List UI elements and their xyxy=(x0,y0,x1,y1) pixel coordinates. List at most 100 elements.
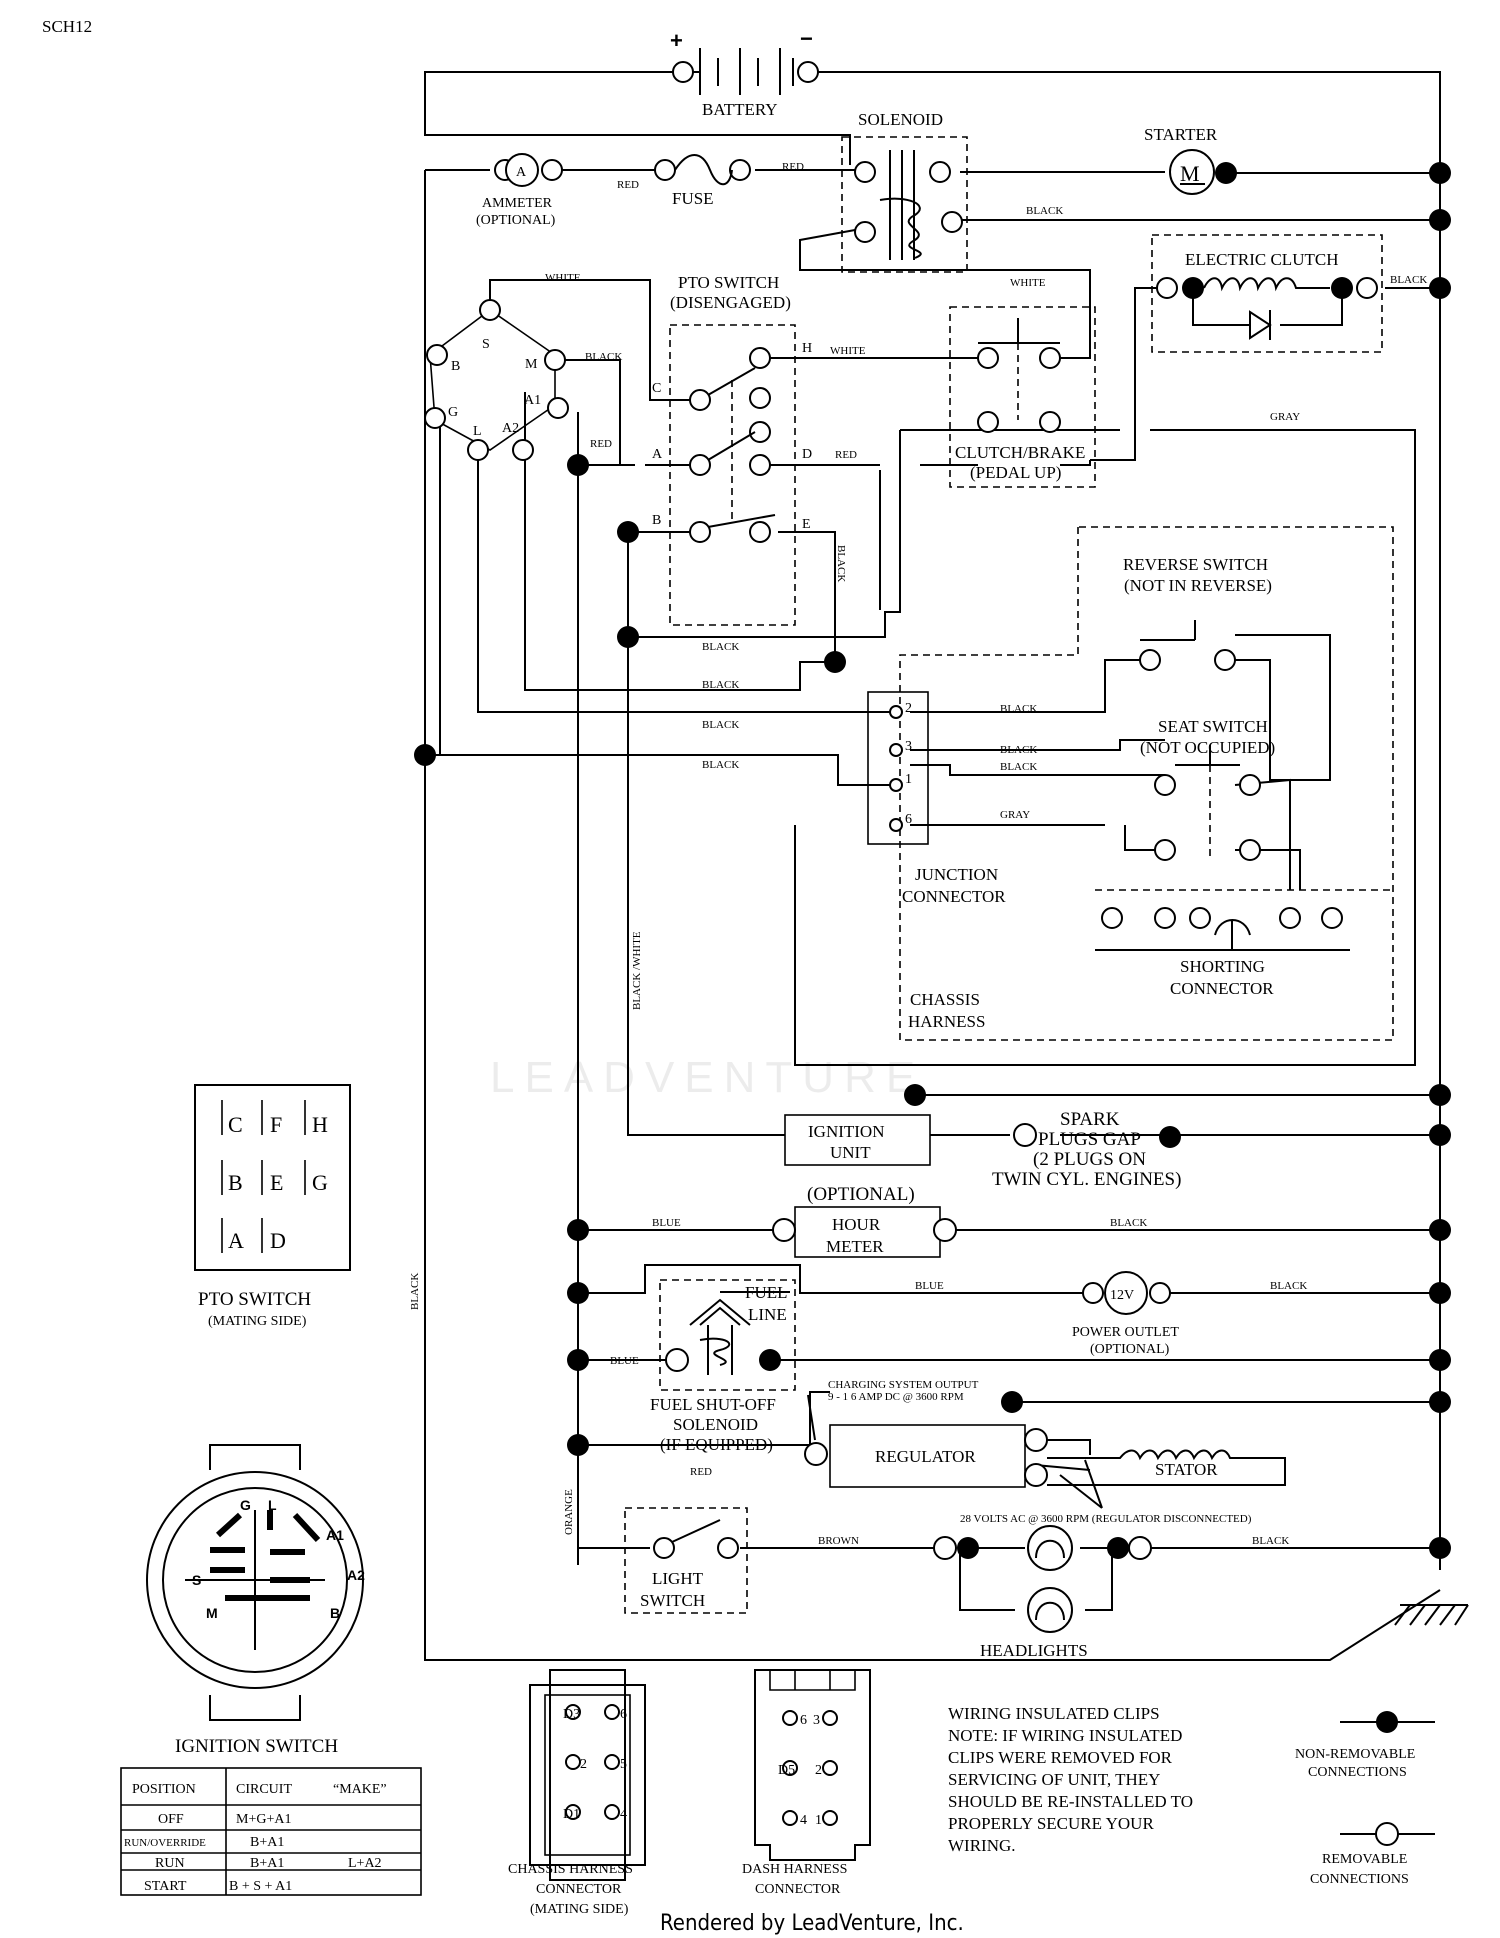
pto-terminal-E: E xyxy=(802,517,811,532)
wire-label-black-11: BLACK xyxy=(702,759,739,771)
wiring-note: WIRING INSULATED CLIPS NOTE: IF WIRING I… xyxy=(948,1704,1193,1855)
ign-face-A1: A1 xyxy=(326,1527,344,1543)
chassis-pin-D1: D1 xyxy=(563,1807,580,1822)
shorting-connector-line2: CONNECTOR xyxy=(1170,979,1274,998)
reverse-switch-label: REVERSE SWITCH xyxy=(1123,555,1268,574)
junction-pin-2: 2 xyxy=(905,701,912,716)
wire-label-white-1: WHITE xyxy=(1010,277,1046,289)
ign-face-A2: A2 xyxy=(347,1567,365,1583)
wiring-note-line4: SHOULD BE RE-INSTALLED TO xyxy=(948,1792,1193,1811)
pto-pin-E: E xyxy=(270,1170,283,1195)
chassis-pin-D3: D3 xyxy=(563,1707,580,1722)
spark-plugs-line3: (2 PLUGS ON xyxy=(1033,1149,1146,1170)
ign-terminal-L: L xyxy=(473,424,482,439)
headlights: HEADLIGHTS xyxy=(933,1525,1152,1660)
dash-connector-line1: DASH HARNESS xyxy=(742,1862,847,1877)
battery: + − BATTERY xyxy=(670,26,819,119)
wire-label-red-2: RED xyxy=(782,161,804,173)
wire-label-black-8: BLACK xyxy=(702,641,739,653)
reverse-switch: REVERSE SWITCH (NOT IN REVERSE) xyxy=(1123,555,1272,671)
pto-switch: C H A D B E PTO SWITCH (DISENGAGED) xyxy=(652,273,812,626)
pto-terminal-H: H xyxy=(802,341,812,356)
clutch-brake-sub: (PEDAL UP) xyxy=(970,463,1061,482)
wire-label-black-15: BLACK xyxy=(1252,1535,1289,1547)
regulator: REGULATOR CHARGING SYSTEM OUTPUT 9 - 1 6… xyxy=(804,1379,1048,1488)
pto-pin-H: H xyxy=(312,1112,328,1137)
legend: NON-REMOVABLE CONNECTIONS REMOVABLE CONN… xyxy=(1295,1711,1435,1887)
hour-meter-line2: METER xyxy=(826,1237,884,1256)
pto-pin-D: D xyxy=(270,1228,286,1253)
wire-label-black-2: BLACK xyxy=(1390,274,1427,286)
hour-meter-line1: HOUR xyxy=(832,1215,881,1234)
seat-switch: SEAT SWITCH (NOT OCCUPIED) xyxy=(1140,717,1275,861)
table-row-off-position: OFF xyxy=(158,1812,184,1827)
ign-terminal-A2: A2 xyxy=(502,421,519,436)
pto-mating-sub: (MATING SIDE) xyxy=(208,1314,307,1329)
fuel-line-line1: FUEL xyxy=(745,1283,788,1302)
wire-label-black-10: BLACK xyxy=(702,719,739,731)
solenoid-label: SOLENOID xyxy=(858,110,943,129)
table-row-override-circuit: B+A1 xyxy=(250,1835,284,1850)
pto-switch-mating: C F H B E G A D PTO SWITCH (MATING SIDE) xyxy=(194,1084,351,1329)
spark-plugs-line1: SPARK xyxy=(1060,1109,1120,1130)
chassis-pin-4: 4 xyxy=(620,1807,627,1822)
junction-connector-line1: JUNCTION xyxy=(915,865,998,884)
starter-label: STARTER xyxy=(1144,125,1218,144)
dash-pin-D5: D5 xyxy=(778,1763,795,1778)
pto-pin-B: B xyxy=(228,1170,243,1195)
spark-plugs-line2: PLUGS GAP xyxy=(1038,1129,1141,1150)
pto-pin-A: A xyxy=(228,1228,244,1253)
chassis-harness-line2: HARNESS xyxy=(908,1012,985,1031)
starter: M STARTER xyxy=(1144,125,1237,195)
wiring-note-title: WIRING INSULATED CLIPS xyxy=(948,1704,1160,1723)
junction-connector-line2: CONNECTOR xyxy=(902,887,1006,906)
chassis-pin-2: 2 xyxy=(580,1757,587,1772)
starter-symbol: M xyxy=(1180,161,1200,186)
ammeter: A AMMETER (OPTIONAL) xyxy=(476,153,563,228)
shorting-connector-line1: SHORTING xyxy=(1180,957,1265,976)
pto-pin-G: G xyxy=(312,1170,328,1195)
battery-plus: + xyxy=(670,28,683,53)
pto-pin-F: F xyxy=(270,1112,282,1137)
table-row-start-circuit: B + S + A1 xyxy=(229,1879,292,1894)
wire-label-white-2: WHITE xyxy=(545,272,581,284)
chassis-harness-line1: CHASSIS xyxy=(910,990,980,1009)
shorting-connector: SHORTING CONNECTOR xyxy=(1095,907,1350,998)
pto-mating-title: PTO SWITCH xyxy=(198,1289,311,1310)
charging-output-line1: CHARGING SYSTEM OUTPUT xyxy=(828,1379,979,1391)
wire-label-gray-1: GRAY xyxy=(1270,411,1300,423)
chassis-connector-line3: (MATING SIDE) xyxy=(530,1902,629,1917)
chassis-connector-line1: CHASSIS HARNESS xyxy=(508,1862,633,1877)
ammeter-symbol: A xyxy=(516,165,527,180)
wire-label-gray-2: GRAY xyxy=(1000,809,1030,821)
table-header-circuit: CIRCUIT xyxy=(236,1782,292,1797)
legend-nonremovable-line2: CONNECTIONS xyxy=(1308,1765,1407,1780)
ignition-table: POSITION CIRCUIT “MAKE” OFF M+G+A1 RUN/O… xyxy=(120,1767,422,1896)
ignition-switch-terminals: S B M G A1 L A2 xyxy=(424,299,569,461)
ign-face-M: M xyxy=(206,1605,218,1621)
junction-connector: 2 3 1 6 JUNCTION CONNECTOR xyxy=(867,691,1006,906)
ign-face-S: S xyxy=(192,1572,201,1588)
table-row-run-make: L+A2 xyxy=(348,1856,382,1871)
fuse: FUSE xyxy=(654,154,751,208)
ignition-unit: IGNITION UNIT xyxy=(784,1114,931,1166)
charging-output-line2: 9 - 1 6 AMP DC @ 3600 RPM xyxy=(828,1391,964,1403)
pto-pin-C: C xyxy=(228,1112,243,1137)
ign-face-L: L xyxy=(268,1497,277,1513)
dash-pin-2: 2 xyxy=(815,1763,822,1778)
wiring-note-line1: NOTE: IF WIRING INSULATED xyxy=(948,1726,1182,1745)
wiring-note-line3: SERVICING OF UNIT, THEY xyxy=(948,1770,1160,1789)
wire-label-brown: BROWN xyxy=(818,1535,859,1547)
wire-label-black-4: BLACK xyxy=(835,545,847,582)
junction-pin-3: 3 xyxy=(905,739,912,754)
ign-terminal-A1: A1 xyxy=(524,393,541,408)
junction-pin-6: 6 xyxy=(905,812,912,827)
wire-label-red-3: RED xyxy=(590,438,612,450)
wire-label-orange: ORANGE xyxy=(563,1489,575,1535)
pto-terminal-B: B xyxy=(652,513,661,528)
pto-switch-label: PTO SWITCH xyxy=(678,273,779,292)
power-outlet: 12V POWER OUTLET (OPTIONAL) xyxy=(1072,1271,1179,1357)
chassis-pin-5: 5 xyxy=(620,1757,627,1772)
dash-pin-6: 6 xyxy=(800,1713,807,1728)
